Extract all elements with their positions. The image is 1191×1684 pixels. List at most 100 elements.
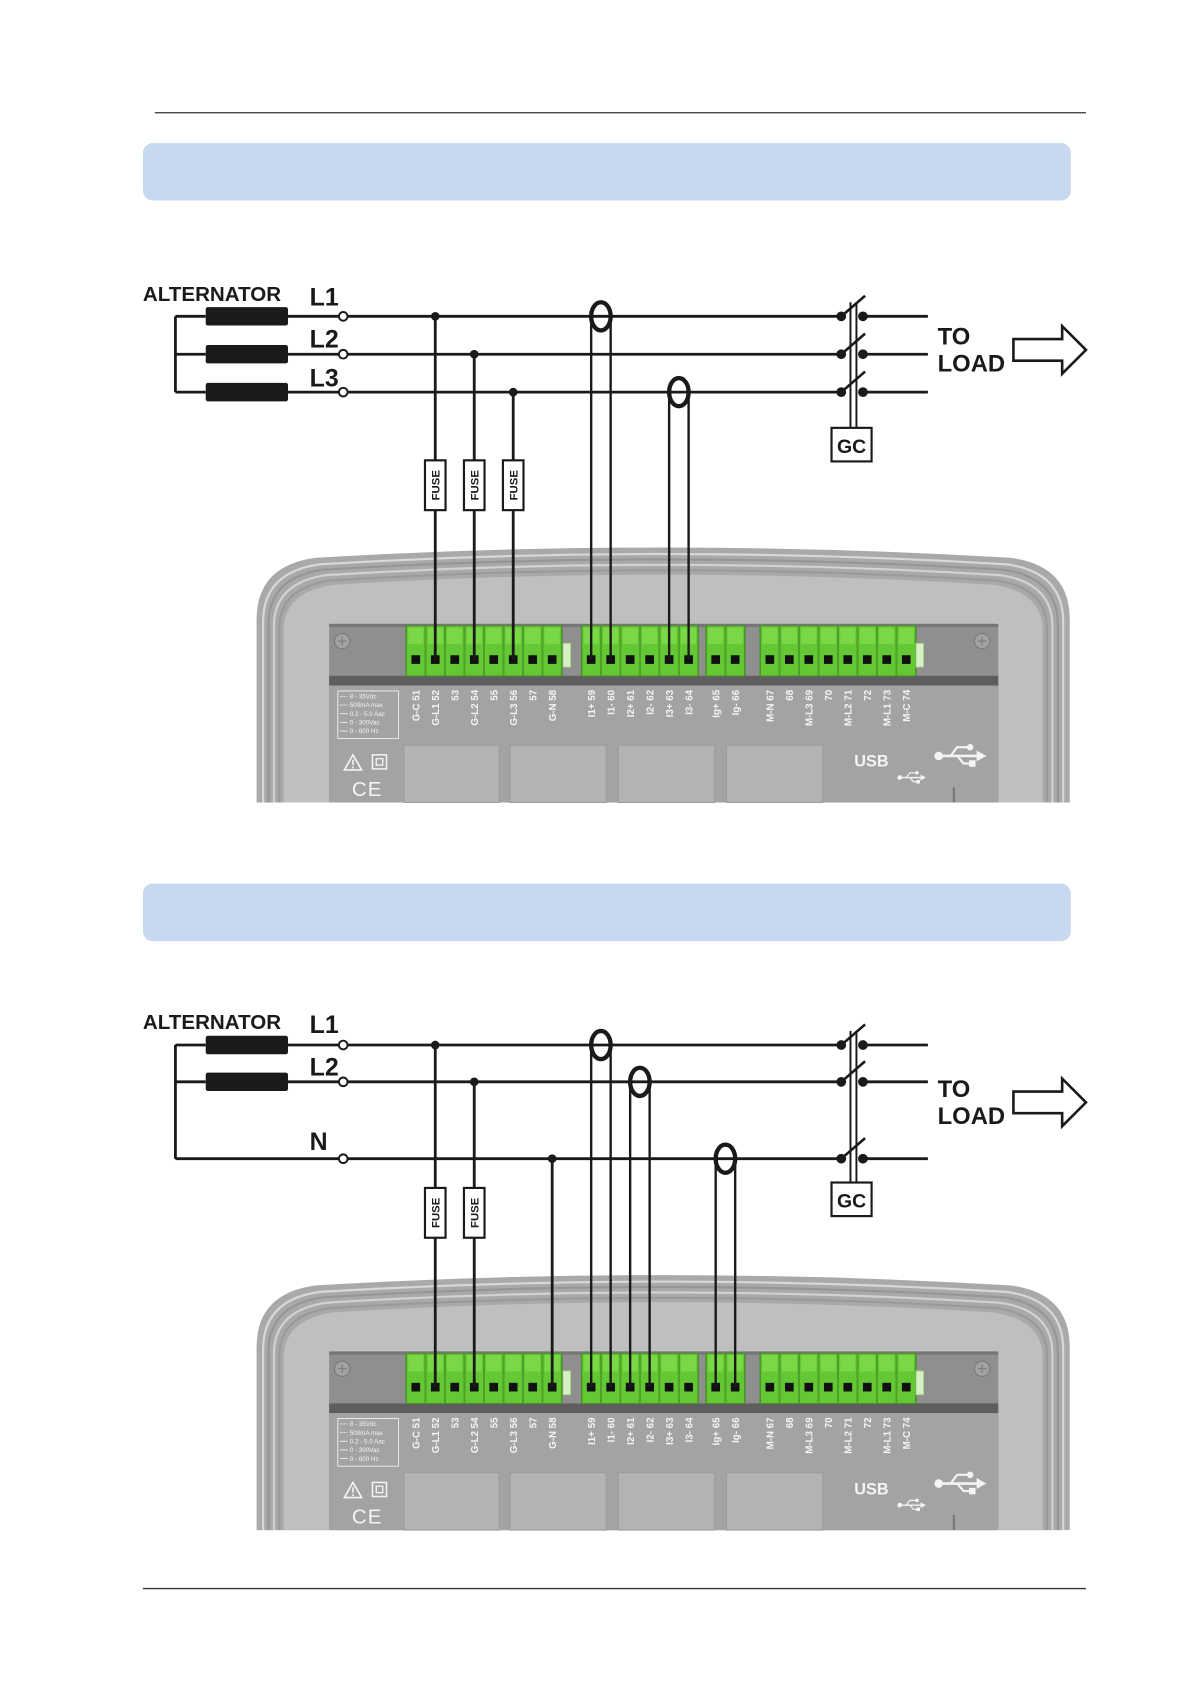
terminal-label: G-L1 52	[431, 689, 442, 725]
rating-line: 8 - 35Vdc	[350, 1421, 377, 1428]
panel-edge	[952, 787, 955, 803]
relay-cover	[617, 1472, 716, 1531]
rating-line: 0 - 600 Hz	[350, 1456, 379, 1463]
terminal-top	[840, 1355, 856, 1372]
terminal-screw-hole	[489, 1382, 499, 1392]
terminal-label: I1- 60	[606, 689, 617, 714]
terminal-screw-hole	[823, 655, 833, 664]
terminal-label: M-C 74	[902, 1417, 913, 1449]
usb-icon-branch-up	[949, 1473, 968, 1485]
terminal-label: M-N 67	[766, 1417, 777, 1449]
wiring	[173, 1023, 928, 1388]
terminal-label: I2+ 61	[626, 1417, 637, 1445]
housing-ridge	[272, 563, 1054, 803]
terminal-shadow-strip	[329, 675, 999, 686]
terminal-label: I3+ 63	[665, 689, 676, 717]
breaker-box	[830, 1181, 873, 1218]
terminal-screw-hole	[882, 655, 892, 664]
rating-line: 500mA max	[350, 702, 384, 709]
double-insulation-icon	[371, 1481, 388, 1498]
terminal-top	[727, 627, 743, 644]
terminal-top	[898, 627, 914, 644]
terminal-screw-hole	[489, 655, 499, 664]
terminal-top	[447, 627, 463, 644]
terminal-label: G-C 51	[412, 689, 423, 721]
terminal-top	[447, 1355, 463, 1372]
relay-cover	[617, 744, 716, 804]
junction-dot	[430, 312, 440, 321]
terminal-screw-hole	[528, 655, 538, 664]
junction-dot	[469, 1077, 479, 1087]
housing-ridge	[272, 1291, 1054, 1531]
terminal-label: M-L3 69	[805, 689, 816, 726]
rating-line: 0.2 - 5.0 Aac	[350, 1438, 385, 1445]
panel-edge	[952, 1514, 955, 1531]
terminal-label: G-L1 52	[431, 1417, 442, 1453]
terminal-label: Ig- 66	[731, 1417, 742, 1443]
terminal-label: 68	[785, 1417, 796, 1428]
terminal-block-end	[915, 642, 924, 668]
rating-line: 0.2 - 5.0 Aac	[350, 711, 385, 718]
alternator-terminal	[337, 1153, 349, 1165]
housing-ridge	[278, 569, 1049, 803]
terminal-block-end	[562, 1370, 572, 1396]
section-bar-1	[142, 143, 1071, 201]
terminal-label: G-C 51	[412, 1417, 423, 1449]
fuse-label: FUSE	[469, 470, 481, 501]
warning-triangle-icon	[342, 753, 364, 771]
terminal-label: Ig+ 65	[711, 689, 722, 717]
usb-icon-branch-down	[909, 1504, 918, 1510]
terminal-label: 55	[490, 1417, 501, 1428]
alternator-winding	[205, 382, 289, 402]
terminal-screw-hole	[862, 655, 872, 664]
terminal-label: 70	[824, 1417, 835, 1428]
terminal-shadow-strip	[329, 1403, 999, 1414]
line-label: L3	[310, 365, 339, 393]
relay-cover	[403, 744, 500, 804]
junction-dot	[469, 349, 479, 359]
breaker-box	[830, 426, 873, 463]
alternator-terminal	[337, 1039, 349, 1051]
terminal-screw-hole	[664, 1382, 674, 1392]
terminal-top	[408, 1355, 424, 1372]
terminal-top	[762, 1355, 778, 1372]
housing-ridge	[262, 552, 1065, 803]
terminal-top	[898, 1355, 914, 1372]
junction-dot	[430, 1040, 440, 1050]
terminal-screw-hole	[784, 655, 794, 664]
usb-icon-branch-up	[949, 746, 968, 757]
usb-icon-square	[916, 1507, 920, 1512]
line-label: L1	[310, 1011, 339, 1039]
usb-label: USB	[854, 1480, 888, 1498]
usb-label: USB	[854, 753, 888, 771]
terminal-screw-hole	[684, 1382, 693, 1392]
relay-cover	[725, 1472, 824, 1531]
terminal-top	[525, 627, 541, 644]
junction-dot	[547, 1154, 557, 1164]
terminal-top	[544, 627, 560, 644]
terminal-top	[505, 1355, 521, 1372]
usb-icon-base	[934, 1479, 944, 1488]
terminal-label: G-L2 54	[470, 1417, 481, 1453]
fuse-label: FUSE	[508, 470, 520, 501]
breaker-contact	[858, 387, 868, 397]
usb-icon	[934, 744, 987, 767]
fuse	[462, 1186, 486, 1239]
terminal-block	[580, 1353, 699, 1404]
terminal-screw-hole	[843, 655, 853, 664]
terminal-top	[681, 1355, 697, 1372]
usb-icon-square	[916, 779, 920, 784]
terminal-screw-hole	[528, 1382, 538, 1392]
terminal-label: G-N 58	[548, 689, 559, 721]
fuse-label: FUSE	[469, 1197, 481, 1228]
terminal-label: G-N 58	[548, 1417, 559, 1449]
current-transformer-ring	[589, 1028, 613, 1062]
terminal-label: M-C 74	[902, 689, 913, 721]
alternator-label: ALTERNATOR	[143, 1011, 281, 1034]
breaker-contact	[858, 1076, 868, 1087]
breaker-contact	[858, 1153, 868, 1164]
rating-line: 500mA max	[350, 1430, 384, 1437]
terminal-label: Ig+ 65	[711, 1417, 722, 1445]
current-transformer-ring	[666, 375, 691, 409]
